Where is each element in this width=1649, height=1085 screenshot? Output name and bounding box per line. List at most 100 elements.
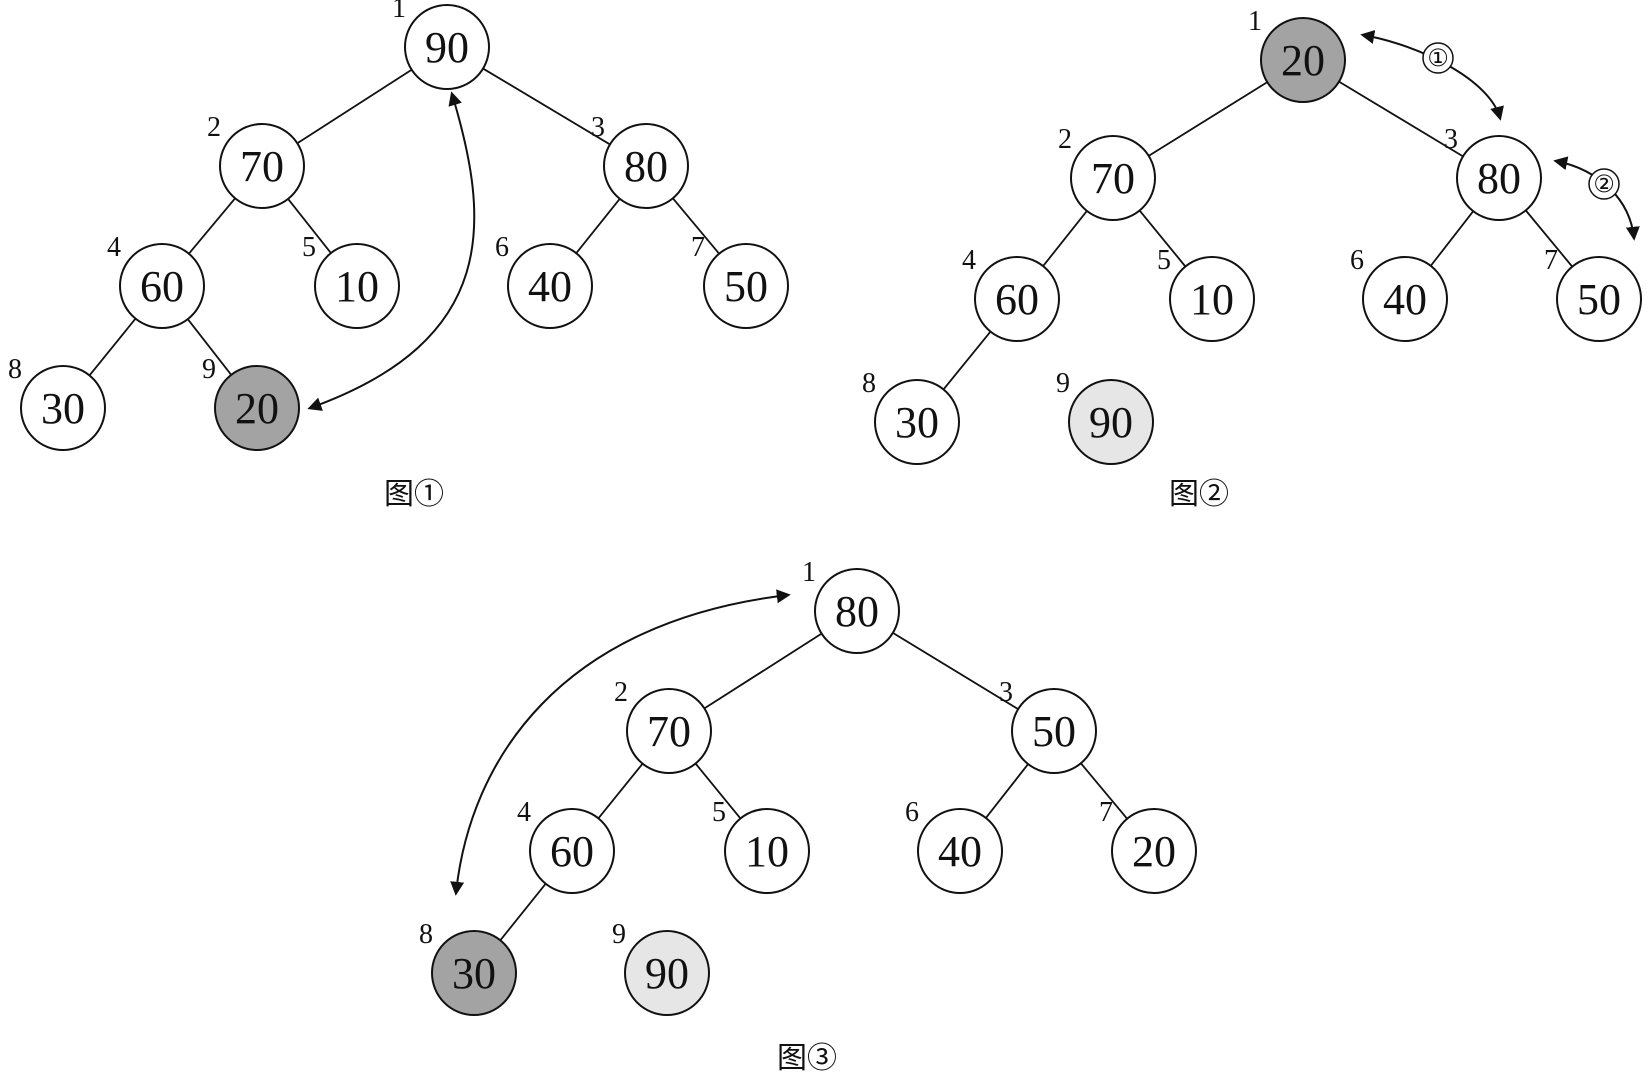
figure-1-edges xyxy=(88,67,720,376)
heap-node-circle xyxy=(624,930,710,1016)
heap-node-index: 1 xyxy=(392,0,406,24)
heap-node-value: 40 xyxy=(528,262,572,311)
heap-node-value: 70 xyxy=(240,142,284,191)
heap-node-value: 80 xyxy=(835,587,879,636)
heap-node-value: 20 xyxy=(1281,36,1325,85)
heap-node-circle xyxy=(1260,17,1346,103)
heap-node-circle xyxy=(603,123,689,209)
heap-node-index: 1 xyxy=(802,557,816,588)
heap-node-index: 5 xyxy=(712,797,726,828)
heap-node-value: 20 xyxy=(235,384,279,433)
heap-node-circle xyxy=(314,243,400,329)
heap-node-value: 30 xyxy=(452,949,496,998)
heap-node-index: 7 xyxy=(691,232,705,263)
heap-node-index: 7 xyxy=(1099,797,1113,828)
heap-node-circle xyxy=(703,243,789,329)
heap-node-index: 9 xyxy=(202,354,216,385)
heap-node-circle xyxy=(1011,688,1097,774)
heap-node-index: 9 xyxy=(1056,368,1070,399)
heap-node-value: 40 xyxy=(1383,275,1427,324)
heap-node-circle xyxy=(1070,135,1156,221)
heap-node-value: 90 xyxy=(425,23,469,72)
heap-node-index: 2 xyxy=(1058,124,1072,155)
heap-node-value: 80 xyxy=(1477,154,1521,203)
heap-node: 30 8 xyxy=(862,368,960,465)
figure-2-step-label-2-text: ② xyxy=(1593,170,1615,198)
heap-node-value: 30 xyxy=(895,398,939,447)
heap-node-value: 80 xyxy=(624,142,668,191)
heap-node: 503 xyxy=(999,677,1097,774)
heap-node-circle xyxy=(974,256,1060,342)
tree-edge xyxy=(985,763,1029,819)
heap-node-index: 3 xyxy=(1444,124,1458,155)
heap-node: 507 xyxy=(1544,245,1642,342)
heap-node: 80 1 xyxy=(802,557,900,654)
heap-node-value: 10 xyxy=(1190,275,1234,324)
heap-node-circle xyxy=(814,568,900,654)
heap-node: 20 7 xyxy=(1099,797,1197,894)
figure-2-step-label-1-text: ① xyxy=(1427,44,1449,72)
heap-node: 80 3 xyxy=(1444,124,1542,221)
heap-node: 406 xyxy=(1350,245,1448,342)
heap-node: 105 xyxy=(302,232,400,329)
heap-node-circle xyxy=(529,808,615,894)
heap-node-circle xyxy=(119,243,205,329)
tree-edge xyxy=(1148,81,1268,157)
heap-node-circle xyxy=(917,808,1003,894)
tree-edge xyxy=(296,68,413,145)
heap-node: 604 xyxy=(107,232,205,329)
heap-node-value: 60 xyxy=(140,262,184,311)
heap-node: 702 xyxy=(1058,124,1156,221)
heap-node-value: 60 xyxy=(550,827,594,876)
tree-edge xyxy=(1138,209,1187,268)
heap-node-value: 90 xyxy=(645,949,689,998)
heap-node-index: 2 xyxy=(207,112,221,143)
tree-edge xyxy=(597,763,644,819)
heap-node-index: 8 xyxy=(862,368,876,399)
figure-3-edges xyxy=(499,632,1128,941)
heap-node-index: 6 xyxy=(905,797,919,828)
heap-node-index: 9 xyxy=(612,919,626,950)
tree-edge xyxy=(88,318,137,376)
figure-2-caption: 图② xyxy=(1169,477,1229,512)
heap-node: 909 xyxy=(1056,368,1154,465)
heap-node-circle xyxy=(1556,256,1642,342)
figure-3-caption: 图③ xyxy=(777,1041,837,1076)
heap-node: 308 xyxy=(8,354,106,451)
heap-node-circle xyxy=(20,365,106,451)
tree-edge xyxy=(1042,210,1088,267)
tree-edge xyxy=(188,197,236,255)
heap-node-index: 5 xyxy=(1157,245,1171,276)
heap-node-index: 3 xyxy=(591,112,605,143)
heap-node-value: 60 xyxy=(995,275,1039,324)
figure-1-swap-arrow-root-to-last xyxy=(307,91,476,411)
tree-edge xyxy=(672,197,720,255)
heap-node-index: 6 xyxy=(495,232,509,263)
heap-node-index: 4 xyxy=(962,245,976,276)
figure-2-step-label-1: ① xyxy=(1422,42,1454,74)
tree-edge xyxy=(499,883,547,941)
heap-node-index: 8 xyxy=(8,354,22,385)
figure-2-nodes: 20 1 702 80 3 60 4 10 5 406 507 30 8 909 xyxy=(862,6,1642,465)
heap-node-value: 70 xyxy=(647,707,691,756)
figure-2: ① ② 20 1 702 80 3 60 4 10 5 406 507 30 8 909 图② xyxy=(862,6,1642,512)
heap-node-index: 5 xyxy=(302,232,316,263)
figure-1-caption: 图① xyxy=(384,477,444,512)
heap-node-value: 20 xyxy=(1132,827,1176,876)
heap-node-value: 10 xyxy=(745,827,789,876)
heap-node: 40 6 xyxy=(495,232,593,329)
heap-node-circle xyxy=(626,688,712,774)
heap-node-circle xyxy=(1068,379,1154,465)
tree-edge xyxy=(482,67,611,146)
heap-node-index: 1 xyxy=(1248,6,1262,37)
heap-node-circle xyxy=(1169,256,1255,342)
figure-2-edges xyxy=(942,80,1573,390)
tree-edge xyxy=(575,198,621,254)
heap-node: 406 xyxy=(905,797,1003,894)
heap-node-circle xyxy=(431,930,517,1016)
